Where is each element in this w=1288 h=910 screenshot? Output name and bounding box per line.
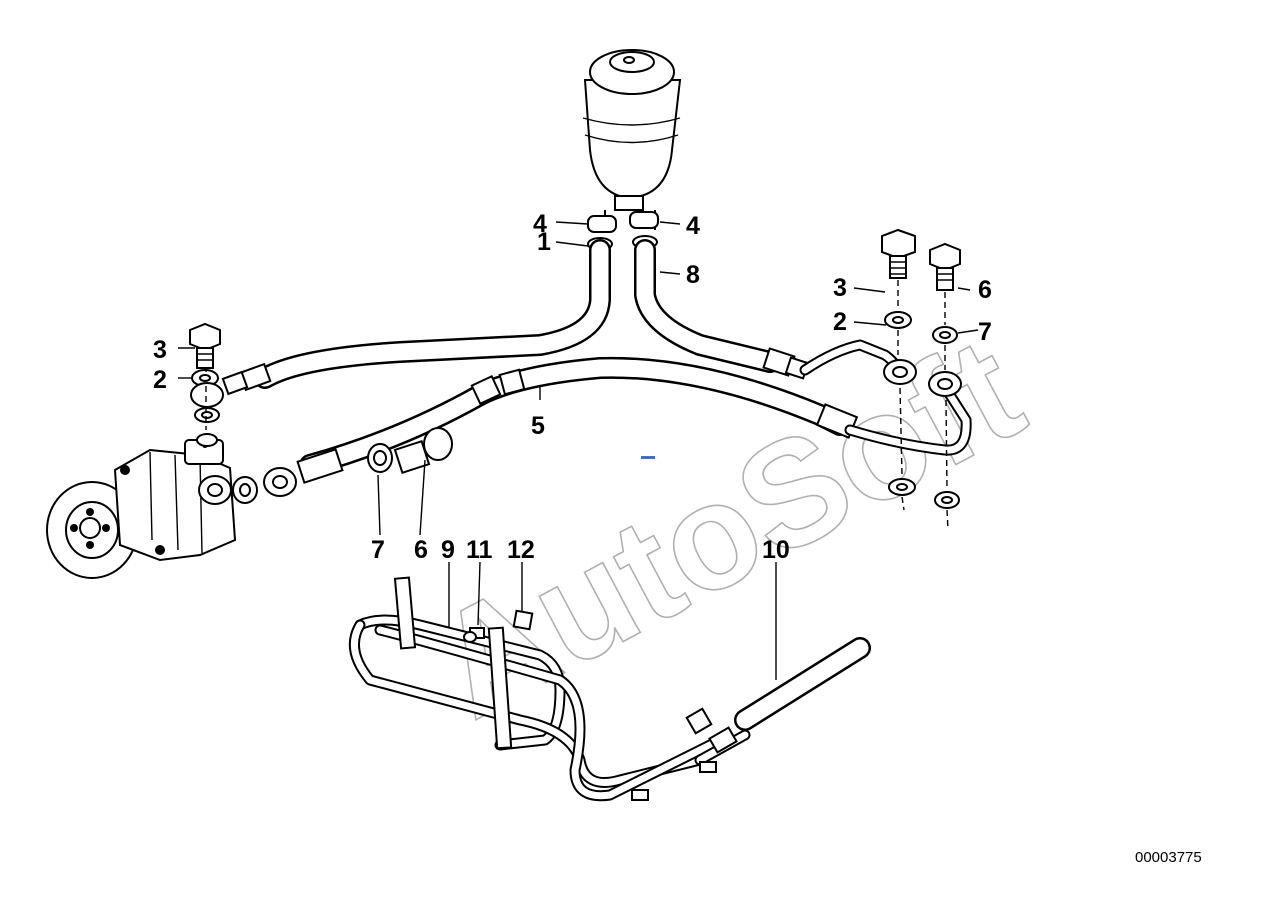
callout-6-left: 6 bbox=[414, 536, 428, 564]
callout-4-left: 4 bbox=[533, 210, 547, 238]
callout-2-right: 2 bbox=[833, 308, 847, 336]
right-washers bbox=[884, 311, 960, 509]
suction-hose-1 bbox=[221, 239, 611, 396]
callout-7-left: 7 bbox=[371, 536, 385, 564]
right-banjo-bolt-6 bbox=[929, 242, 961, 291]
callout-3-left: 3 bbox=[153, 336, 167, 364]
callout-2-left: 2 bbox=[153, 366, 167, 394]
callout-7-right: 7 bbox=[978, 318, 992, 346]
pressure-hose-5 bbox=[296, 356, 859, 484]
oil-cooler-9 bbox=[348, 576, 751, 802]
document-number: 00003775 bbox=[1135, 849, 1202, 866]
callout-9: 9 bbox=[441, 536, 455, 564]
fluid-reservoir bbox=[582, 49, 682, 230]
steering-pump bbox=[46, 439, 297, 579]
marker-dash bbox=[641, 456, 655, 459]
right-pipes bbox=[799, 339, 972, 456]
left-washers bbox=[190, 368, 224, 447]
right-dash-lines bbox=[897, 280, 949, 531]
fitting-6-and-washer-7 bbox=[367, 427, 453, 474]
callout-8: 8 bbox=[686, 261, 700, 289]
callout-11: 11 bbox=[466, 536, 493, 564]
callout-6-right: 6 bbox=[978, 276, 992, 304]
leader-lines bbox=[178, 221, 979, 680]
callout-3-right: 3 bbox=[833, 274, 847, 302]
callout-12: 12 bbox=[507, 536, 535, 564]
left-banjo-bolt-3 bbox=[189, 322, 221, 369]
callout-5: 5 bbox=[531, 412, 545, 440]
hose-10 bbox=[734, 637, 871, 731]
callout-10: 10 bbox=[762, 536, 790, 564]
right-banjo-bolt-3 bbox=[881, 228, 916, 279]
return-hose-8 bbox=[634, 239, 810, 380]
callout-1: 1 bbox=[537, 228, 551, 256]
callout-4-right: 4 bbox=[686, 212, 700, 240]
